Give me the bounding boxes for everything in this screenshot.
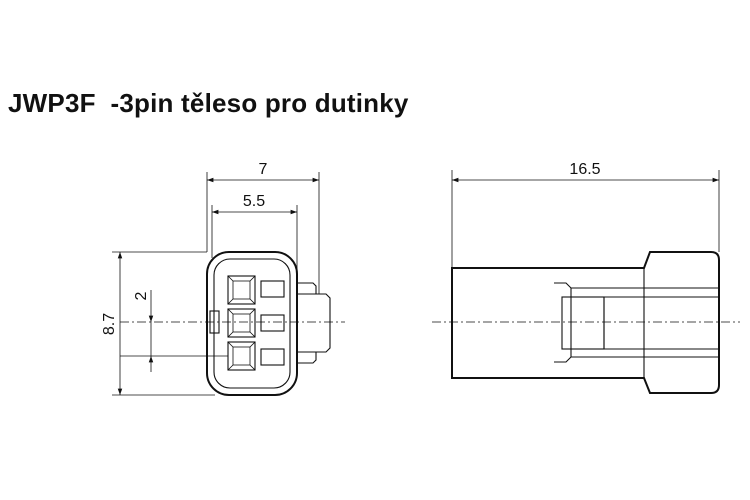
terminal-cavity (227, 308, 256, 338)
side-slot (260, 280, 285, 298)
terminal-cavity (227, 341, 256, 371)
dim-width-inner: 5.5 (243, 193, 265, 210)
page-title: JWP3F -3pin těleso pro dutinky (8, 88, 409, 118)
side-housing-outline (451, 251, 720, 394)
side-latch-top (554, 282, 719, 289)
side-view: 16.5 (432, 161, 740, 394)
dim-pitch: 2 (133, 291, 150, 300)
side-slot (260, 314, 285, 332)
side-window (561, 296, 605, 350)
side-slot (260, 348, 285, 366)
side-latch-bottom (554, 356, 719, 363)
terminal-cavity (227, 275, 256, 305)
front-housing-outer (206, 251, 298, 396)
front-latch (297, 293, 331, 353)
dim-height: 8.7 (101, 313, 118, 335)
dim-width-outer: 7 (259, 161, 268, 178)
front-housing-inner (213, 258, 291, 389)
front-view: 7 5.5 8.7 2 (101, 161, 345, 396)
dim-length: 16.5 (569, 161, 600, 178)
front-latch-ribs (297, 282, 317, 364)
